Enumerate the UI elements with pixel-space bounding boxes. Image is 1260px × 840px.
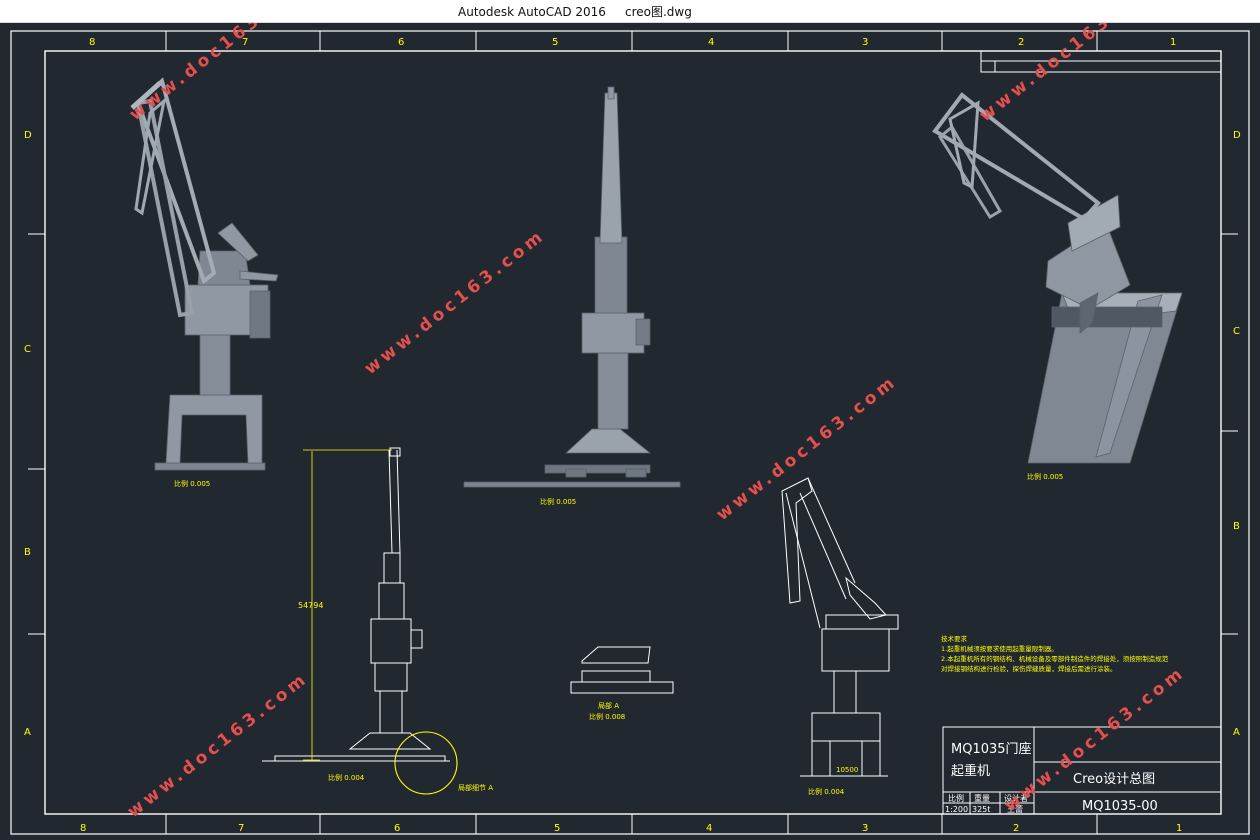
label-designer: 设计者 — [1004, 793, 1028, 803]
iso-right-crane-view[interactable] — [932, 92, 1183, 464]
notes-line: 1.起重机械须按要求使用起重量限制器。 — [941, 644, 1058, 653]
drawing-title: Creo设计总图 — [1073, 772, 1155, 787]
col-label: 2 — [1018, 37, 1024, 48]
col-label: 3 — [862, 823, 868, 834]
watermark-text: www.doc163.com — [976, 23, 1165, 126]
row-label: B — [24, 547, 31, 558]
sheet-border — [10, 30, 1250, 835]
scale-label: 比例 0.004 — [328, 773, 365, 782]
title-block: MQ1035门座 起重机 Creo设计总图 MQ1035-00 比例 重量 设计… — [942, 726, 1222, 815]
dimension-text: 54794 — [298, 601, 323, 610]
scale-label: 比例 0.008 — [589, 712, 625, 721]
window-title: Autodesk AutoCAD 2016 creo图.dwg — [458, 5, 692, 19]
watermark-text: www.doc163.com — [713, 371, 902, 525]
value-designer: 王蕾 — [1007, 804, 1023, 814]
row-label: D — [1233, 130, 1241, 141]
col-label: 3 — [862, 37, 868, 48]
front-line-crane-view[interactable] — [781, 477, 899, 777]
scale-label: 比例 0.005 — [1027, 472, 1063, 481]
scale-label: 比例 0.005 — [174, 479, 210, 488]
col-label: 4 — [708, 37, 714, 48]
scale-label: 比例 0.004 — [808, 787, 845, 796]
col-label: 5 — [554, 823, 560, 834]
watermark-text: www.doc163.com — [1001, 662, 1190, 816]
notes-line: 对焊接钢结构进行检验，探伤焊缝质量，焊接后需进行涂装。 — [941, 664, 1117, 673]
front-crane-view[interactable] — [463, 86, 681, 488]
value-scale: 1:200 — [945, 805, 968, 814]
col-label: 5 — [552, 37, 558, 48]
detail-callout: 局部细节 A — [458, 783, 493, 792]
row-label: D — [24, 130, 32, 141]
col-label: 7 — [242, 37, 248, 48]
col-label: 2 — [1013, 823, 1019, 834]
label-scale: 比例 — [948, 793, 964, 803]
drawing-canvas[interactable]: 8 7 6 5 4 3 2 1 8 7 6 5 4 3 2 1 D C B A … — [0, 23, 1260, 840]
watermark-text: www.doc163.com — [361, 225, 550, 379]
watermark-text: www.doc163.com — [126, 23, 315, 125]
value-weight: 325t — [972, 805, 990, 814]
row-label: B — [1233, 521, 1240, 532]
drawing-number: MQ1035-00 — [1082, 799, 1158, 814]
watermarks: www.doc163.com www.doc163.com www.doc163… — [124, 23, 1190, 822]
detail-a-view[interactable] — [570, 646, 674, 694]
side-line-crane-view[interactable] — [262, 447, 458, 795]
dimension-text: 10500 — [836, 766, 858, 774]
revision-block — [980, 50, 1222, 73]
col-label: 1 — [1170, 37, 1176, 48]
row-label: C — [1233, 326, 1240, 337]
col-label: 8 — [89, 37, 95, 48]
notes-line: 2.本起重机所有的钢结构、机械设备及零部件制造件的焊接处，须按照制造规范 — [941, 654, 1169, 663]
label-weight: 重量 — [974, 793, 990, 803]
detail-label: 局部 A — [598, 701, 619, 710]
iso-left-crane-view[interactable] — [130, 77, 279, 471]
title-block-name: MQ1035门座 — [951, 742, 1032, 757]
col-label: 7 — [238, 823, 244, 834]
watermark-text: www.doc163.com — [124, 668, 313, 822]
notes-heading: 技术要求 — [941, 634, 968, 643]
col-label: 8 — [80, 823, 86, 834]
col-label: 6 — [398, 37, 404, 48]
title-block-name: 起重机 — [951, 763, 990, 779]
title-bar: Autodesk AutoCAD 2016 creo图.dwg — [0, 0, 1260, 23]
height-dimension — [303, 449, 392, 761]
col-label: 4 — [706, 823, 712, 834]
col-label: 6 — [394, 823, 400, 834]
scale-label: 比例 0.005 — [540, 497, 576, 506]
row-label: C — [24, 344, 31, 355]
technical-notes: 技术要求 1.起重机械须按要求使用起重量限制器。 2.本起重机所有的钢结构、机械… — [941, 634, 1169, 673]
row-label: A — [1233, 727, 1240, 738]
row-label: A — [24, 727, 31, 738]
col-label: 1 — [1176, 823, 1182, 834]
